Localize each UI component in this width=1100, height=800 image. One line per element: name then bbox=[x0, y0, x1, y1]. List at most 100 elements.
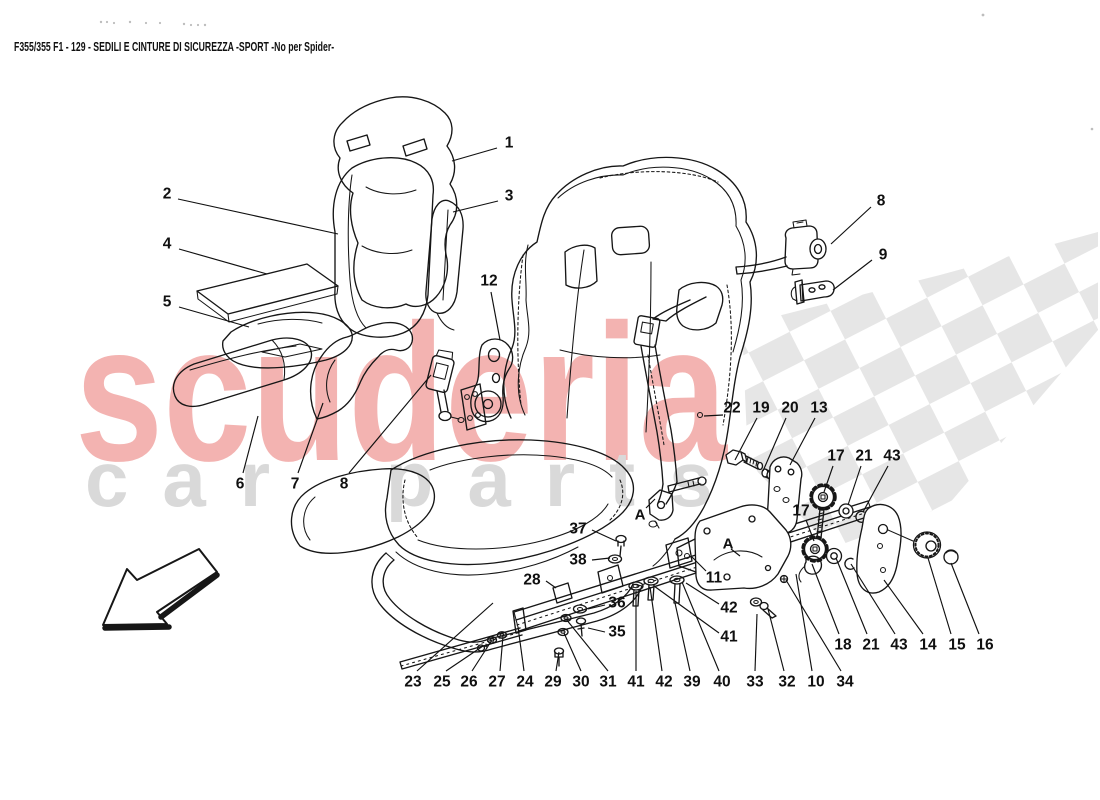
part-callout-28-21: 28 bbox=[523, 572, 541, 589]
part-callout-23-27: 23 bbox=[404, 674, 422, 691]
part-callout-36-22: 36 bbox=[608, 595, 626, 612]
part-callout-21-44: 21 bbox=[862, 637, 880, 654]
part-callout-leader-35-23 bbox=[587, 627, 606, 633]
part-callout-leader-38-20 bbox=[591, 557, 611, 561]
part-callout-leader-26-29 bbox=[471, 639, 493, 672]
part-callout-19-12: 19 bbox=[752, 400, 770, 417]
part-belt-retractor bbox=[735, 219, 827, 276]
part-side-frame bbox=[309, 321, 414, 420]
part-callout-leader-29-32 bbox=[555, 651, 560, 672]
part-callout-27-30: 27 bbox=[488, 674, 505, 691]
part-callout-leader-13-14 bbox=[789, 417, 816, 466]
part-callout-leader-16-48 bbox=[950, 562, 980, 635]
part-callout-leader-36-22 bbox=[587, 604, 606, 610]
reference-letter-leader-A-1 bbox=[730, 548, 741, 557]
seat-belt bbox=[633, 296, 707, 505]
main-seat bbox=[290, 156, 758, 653]
harness-slot-left bbox=[564, 244, 598, 289]
part-callout-leader-25-28 bbox=[445, 645, 484, 672]
gear-17-upper bbox=[809, 483, 837, 511]
part-callout-leader-21-44 bbox=[835, 557, 868, 635]
part-callout-leader-9-10 bbox=[832, 259, 873, 291]
part-headrest-shell bbox=[333, 96, 458, 309]
backrest-outline bbox=[503, 156, 758, 540]
part-callout-25-28: 25 bbox=[433, 674, 451, 691]
part-callout-leader-4-3 bbox=[178, 248, 268, 275]
part-anchor-bracket bbox=[790, 279, 835, 305]
part-callout-40-38: 40 bbox=[713, 674, 730, 691]
part-callout-leader-10-41 bbox=[795, 573, 813, 672]
part-callout-leader-6-5 bbox=[242, 415, 259, 474]
direction-arrow bbox=[102, 548, 220, 631]
part-callout-leader-3-2 bbox=[452, 200, 499, 213]
part-callout-10-41: 10 bbox=[807, 674, 824, 691]
part-callout-leader-23-27 bbox=[416, 602, 494, 672]
part-callout-42-36: 42 bbox=[655, 674, 672, 691]
adjuster-rod bbox=[667, 476, 707, 493]
part-callout-31-34: 31 bbox=[599, 674, 617, 691]
gear-17-lower bbox=[801, 535, 829, 563]
watermark-carparts-text: car parts bbox=[85, 435, 747, 523]
part-callout-16-48: 16 bbox=[976, 637, 994, 654]
part-callout-1-0: 1 bbox=[505, 135, 514, 152]
part-callout-43-45: 43 bbox=[890, 637, 908, 654]
part-callout-20-13: 20 bbox=[781, 400, 798, 417]
part-callout-leader-7-6 bbox=[297, 402, 324, 474]
rail-clamp-28 bbox=[552, 582, 573, 604]
part-callout-26-29: 26 bbox=[460, 674, 478, 691]
part-callout-leader-17-18 bbox=[805, 519, 815, 542]
belt-anchor-bracket bbox=[648, 489, 674, 529]
part-callout-leader-11-24 bbox=[691, 556, 707, 572]
part-callout-leader-17-15 bbox=[823, 465, 834, 493]
part-callout-5-4: 5 bbox=[163, 294, 172, 311]
part-callout-leader-40-38 bbox=[681, 581, 720, 672]
part-callout-14-46: 14 bbox=[919, 637, 937, 654]
part-side-shell bbox=[425, 199, 464, 331]
part-callout-leader-42-36 bbox=[649, 586, 663, 672]
part-callout-leader-33-39 bbox=[754, 613, 758, 672]
part-callout-9-10: 9 bbox=[879, 247, 888, 264]
headrest-slot-right bbox=[402, 138, 428, 157]
watermark-scuderia-text: scuderia bbox=[75, 284, 728, 502]
part-callout-leader-18-43 bbox=[811, 563, 840, 635]
part-callout-leader-1-0 bbox=[451, 147, 498, 162]
part-callout-43-17: 43 bbox=[883, 448, 901, 465]
part-callout-33-39: 33 bbox=[746, 674, 764, 691]
part-callout-leader-39-37 bbox=[674, 602, 691, 672]
rail-bracket-2 bbox=[665, 537, 693, 569]
part-callout-8-9: 8 bbox=[877, 193, 886, 210]
scan-marks bbox=[99, 13, 1094, 131]
part-callout-leader-32-40 bbox=[767, 608, 785, 672]
reference-letter-A-1: A bbox=[723, 536, 734, 553]
part-callout-17-15: 17 bbox=[827, 448, 844, 465]
part-callout-leader-43-17 bbox=[862, 465, 889, 513]
part-callout-leader-34-42 bbox=[785, 579, 842, 672]
part-callout-13-14: 13 bbox=[810, 400, 828, 417]
part-callout-leader-2-1 bbox=[177, 198, 339, 235]
part-callout-38-20: 38 bbox=[569, 552, 587, 569]
part-callout-leader-30-33 bbox=[563, 632, 582, 672]
part-callout-39-37: 39 bbox=[683, 674, 701, 691]
part-callout-21-16: 21 bbox=[855, 448, 873, 465]
part-callout-24-31: 24 bbox=[516, 674, 534, 691]
part-callout-4-3: 4 bbox=[163, 236, 172, 253]
part-recliner-plate bbox=[460, 338, 514, 431]
part-bolster-pad bbox=[172, 337, 313, 407]
part-callout-41-35: 41 bbox=[627, 674, 645, 691]
part-callout-18-43: 18 bbox=[834, 637, 852, 654]
part-callout-leader-42-25 bbox=[685, 582, 720, 605]
part-callout-leader-19-12 bbox=[734, 417, 758, 461]
part-callout-8-7: 8 bbox=[340, 476, 349, 493]
part-callout-leader-24-31 bbox=[517, 626, 525, 672]
part-callout-11-24: 11 bbox=[706, 570, 723, 587]
part-callout-3-2: 3 bbox=[505, 188, 514, 205]
part-callout-leader-8-7 bbox=[348, 374, 432, 474]
part-callout-leader-37-19 bbox=[591, 529, 617, 542]
adjuster-cluster bbox=[676, 449, 959, 594]
part-callout-leader-15-47 bbox=[927, 557, 952, 635]
part-callout-leader-27-30 bbox=[499, 635, 504, 672]
part-callout-leader-43-45 bbox=[850, 563, 896, 635]
